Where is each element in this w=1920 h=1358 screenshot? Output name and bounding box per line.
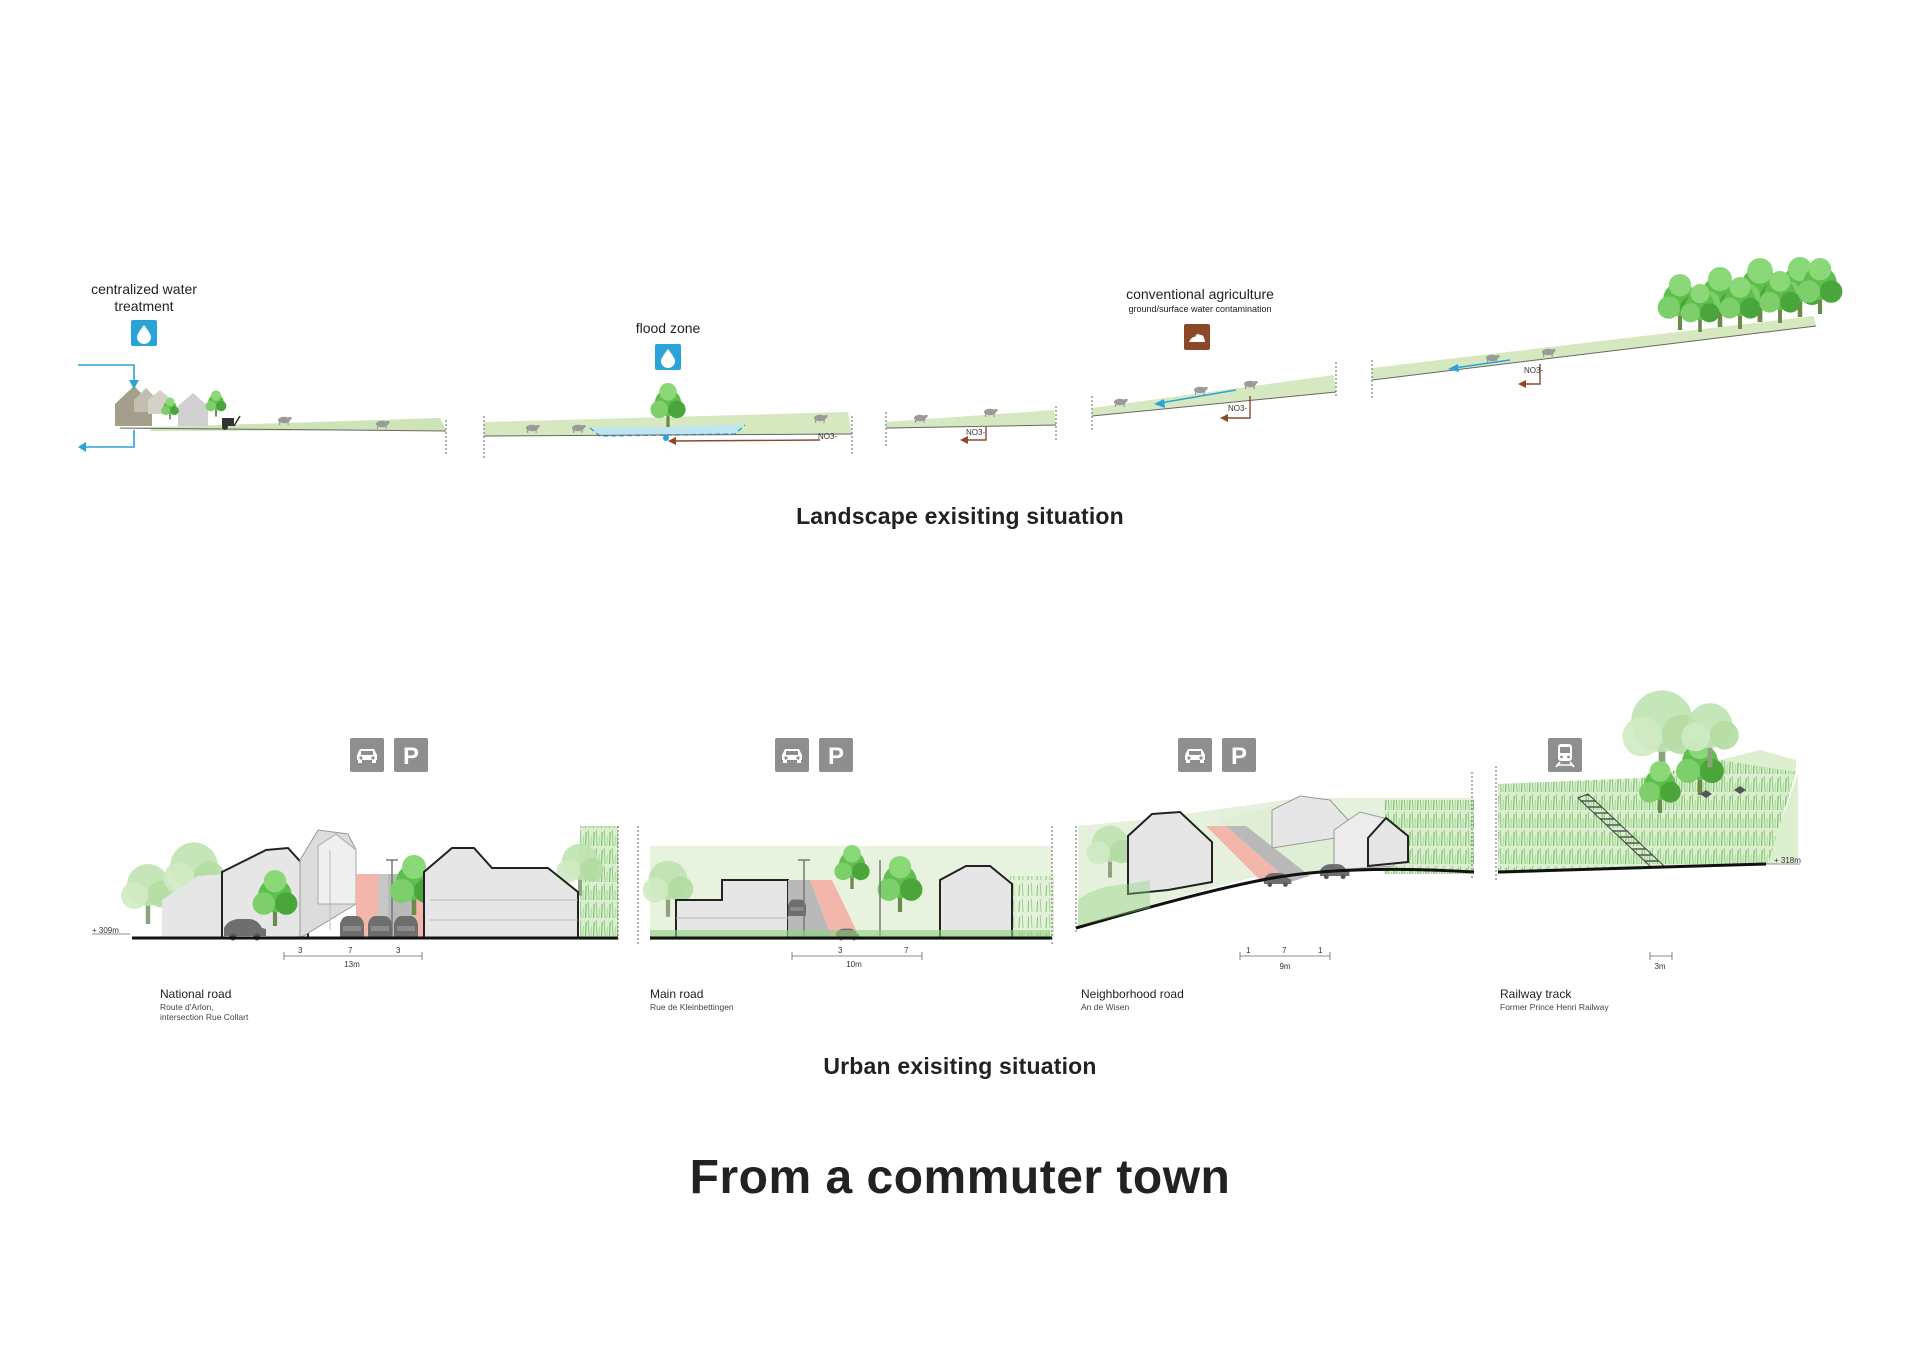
road-name: Main road [650,987,704,1001]
parking-icon: P [1222,738,1256,772]
landscape-segment-forest [1371,257,1843,398]
flood-zone-label: flood zone [635,320,701,336]
road-sublabel: Rue de Kleinbettingen [650,1002,734,1012]
landscape-segment-agriculture [1091,362,1337,430]
road-name: Railway track [1500,987,1572,1001]
water-treatment-label: centralized water treatment [91,281,197,314]
road-sublabel: Former Prince Henri Railway [1500,1002,1609,1012]
car-icon [350,738,384,772]
landscape-segment-field [885,406,1057,448]
dim-segment: 3 [396,946,401,955]
svg-text:P: P [1231,743,1247,770]
train-icon [1548,738,1582,772]
urban-section: P P [92,690,1800,960]
nitrate-label: NO3- [818,432,838,441]
elevation-end: + 318m [1774,856,1801,865]
water-drop-icon [655,344,681,370]
agriculture-sublabel: ground/surface water contamination [1128,304,1272,314]
soil-pile-icon [1184,324,1210,350]
road-sublabel: Route d'Arlon, intersection Rue Collart [160,1002,249,1022]
car-icon [1178,738,1212,772]
water-drop-icon [131,320,157,346]
parking-icon: P [394,738,428,772]
dim-segment: 3 [838,946,843,955]
dim-total: 3m [1654,962,1666,971]
svg-text:P: P [828,743,844,770]
urban-section-national-road [92,826,619,960]
road-name: Neighborhood road [1081,987,1184,1001]
urban-section-neighborhood-road [1075,772,1475,960]
nitrate-label: NO3- [1228,404,1248,413]
nitrate-label: NO3- [1524,366,1544,375]
dim-segment: 1 [1246,946,1251,955]
nitrate-label: NO3- [966,428,986,437]
dim-segment: 3 [298,946,303,955]
landscape-title: Landscape exisiting situation [796,503,1124,529]
car-icon [775,738,809,772]
dim-segment: 7 [1282,946,1287,955]
main-title: From a commuter town [689,1151,1231,1204]
landscape-section [78,257,1843,458]
elevation-start: + 309m [92,926,119,935]
road-sublabel: An de Wisen [1081,1002,1130,1012]
dim-total: 9m [1279,962,1291,971]
landscape-segment-flood-zone [483,383,853,458]
parking-icon: P [819,738,853,772]
agriculture-label: conventional agriculture [1126,286,1274,302]
urban-title: Urban exisiting situation [823,1053,1097,1079]
urban-section-main-road [637,826,1054,960]
svg-text:P: P [403,743,419,770]
dim-segment: 7 [348,946,353,955]
dim-total: 10m [846,960,862,969]
dim-total: 13m [344,960,360,969]
road-name: National road [160,987,232,1001]
landscape-segment-water-treatment [78,364,447,455]
urban-section-railway [1495,690,1800,960]
dim-segment: 1 [1318,946,1323,955]
dim-segment: 7 [904,946,909,955]
